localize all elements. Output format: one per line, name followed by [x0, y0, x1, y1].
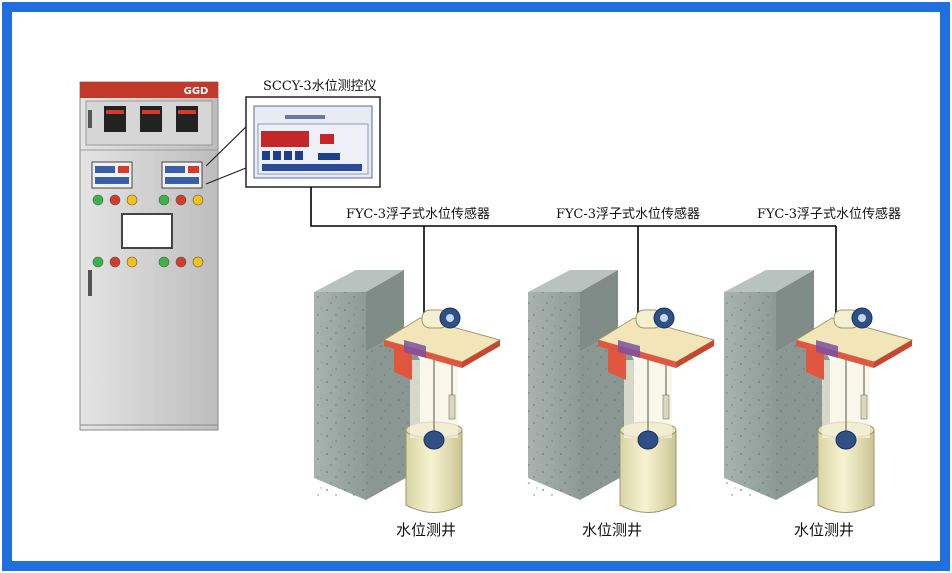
- well-1: [314, 270, 502, 513]
- well-2: [528, 270, 716, 513]
- callout-line-bottom: [205, 165, 252, 185]
- control-cabinet: GGD: [79, 81, 219, 431]
- cabinet-badge: GGD: [184, 86, 209, 97]
- sensor-label-2: FYC-3浮子式水位传感器: [556, 206, 700, 222]
- sensor-label-1: FYC-3浮子式水位传感器: [346, 206, 490, 222]
- well-label-2: 水位测井: [582, 521, 642, 539]
- sensor-label-3: FYC-3浮子式水位传感器: [757, 206, 901, 222]
- callout-line-top: [205, 121, 252, 167]
- well-label-1: 水位测井: [396, 521, 456, 539]
- controller-device: [245, 96, 381, 188]
- well-label-3: 水位测井: [794, 521, 854, 539]
- signal-cable: [310, 187, 837, 314]
- controller-label: SCCY-3水位测控仪: [263, 79, 377, 94]
- well-3: [724, 270, 914, 513]
